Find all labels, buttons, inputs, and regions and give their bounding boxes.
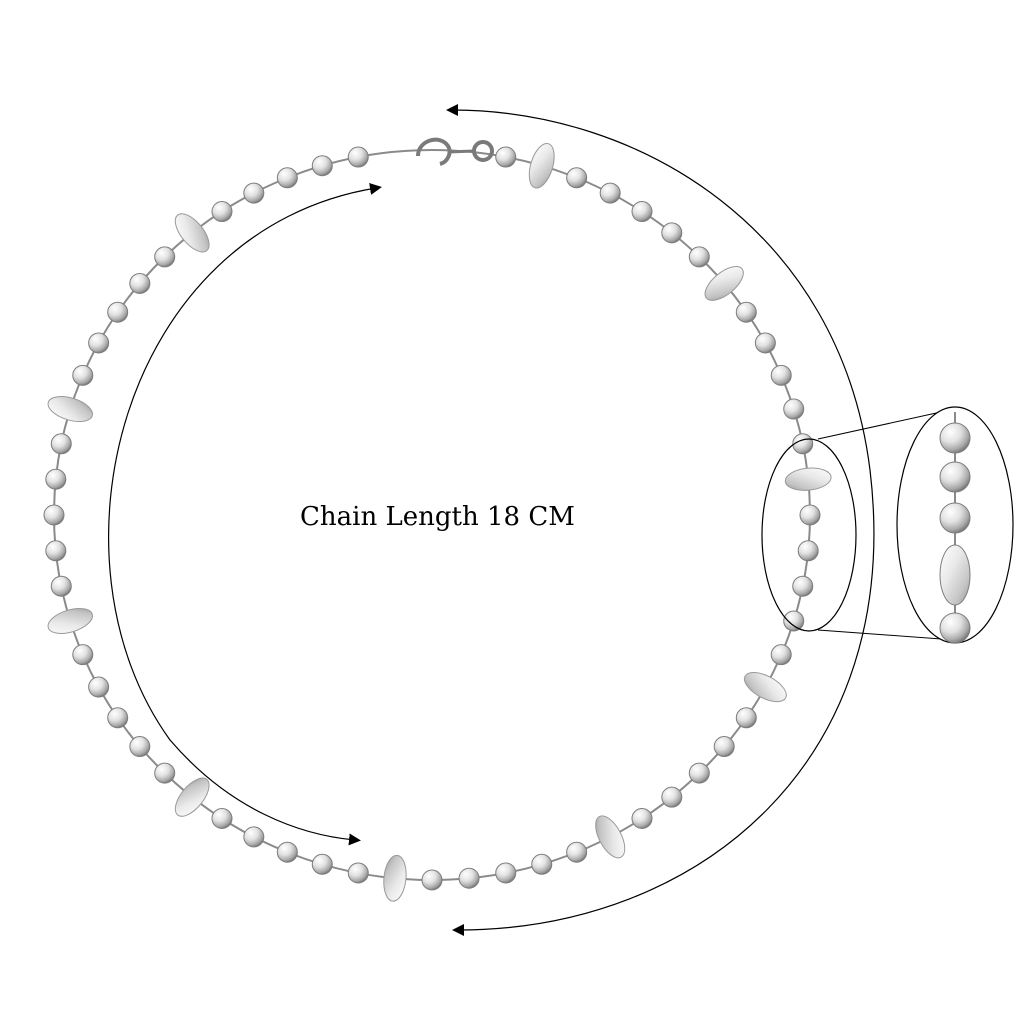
oval-bead [174,213,210,253]
round-bead [783,610,805,632]
round-bead [43,504,65,526]
round-bead [631,807,653,829]
zoom-source-ellipse [761,438,857,632]
round-bead [735,301,757,323]
left-length-arrow-icon [108,183,382,846]
oval-bead [528,142,555,189]
round-bead [50,575,72,597]
round-bead [783,398,805,420]
lobster-clasp-icon [416,137,494,166]
round-bead [566,841,588,863]
round-bead [107,707,129,729]
round-bead [792,433,814,455]
round-bead [243,826,265,848]
round-bead [311,853,333,875]
round-bead [72,364,94,386]
round-bead [770,644,792,666]
round-bead [531,853,553,875]
round-bead [154,762,176,784]
round-bead [88,676,110,698]
zoom-oval-bead [939,544,971,606]
round-bead [276,167,298,189]
chain-length-caption: Chain Length 18 CM [300,502,575,532]
round-bead [243,182,265,204]
right-length-arrow-icon [446,104,875,936]
oval-bead [383,854,407,902]
round-bead [154,246,176,268]
round-bead [458,867,480,889]
round-bead [754,332,776,354]
round-bead [599,182,621,204]
round-bead [770,364,792,386]
oval-bead [784,467,832,491]
oval-bead [47,396,94,423]
zoom-callout [761,406,1014,644]
round-bead [661,222,683,244]
round-bead [631,201,653,223]
round-bead [566,167,588,189]
round-bead [688,762,710,784]
oval-bead [704,266,744,301]
round-bead [311,155,333,177]
zoom-round-bead [939,422,971,454]
round-bead [735,707,757,729]
round-bead [211,807,233,829]
round-bead [713,736,735,758]
round-bead [88,332,110,354]
oval-bead [174,777,210,817]
round-bead [495,146,517,168]
round-bead [495,862,517,884]
zoom-round-bead [939,612,971,644]
round-bead [792,575,814,597]
round-bead [50,433,72,455]
round-bead [129,736,151,758]
round-bead [347,862,369,884]
round-bead [45,540,67,562]
round-bead [45,468,67,490]
round-bead [107,301,129,323]
necklace-chain [43,142,832,902]
round-bead [421,869,443,891]
round-bead [661,786,683,808]
round-bead [129,272,151,294]
round-bead [799,504,821,526]
oval-bead [595,815,626,859]
zoom-round-bead [939,502,971,534]
round-bead [688,246,710,268]
round-bead [276,841,298,863]
zoom-round-bead [939,461,971,493]
round-bead [347,146,369,168]
zoom-detail-beads [939,412,971,644]
round-bead [72,644,94,666]
round-bead [797,540,819,562]
oval-bead [743,672,787,703]
round-bead [211,201,233,223]
oval-bead [47,607,94,634]
